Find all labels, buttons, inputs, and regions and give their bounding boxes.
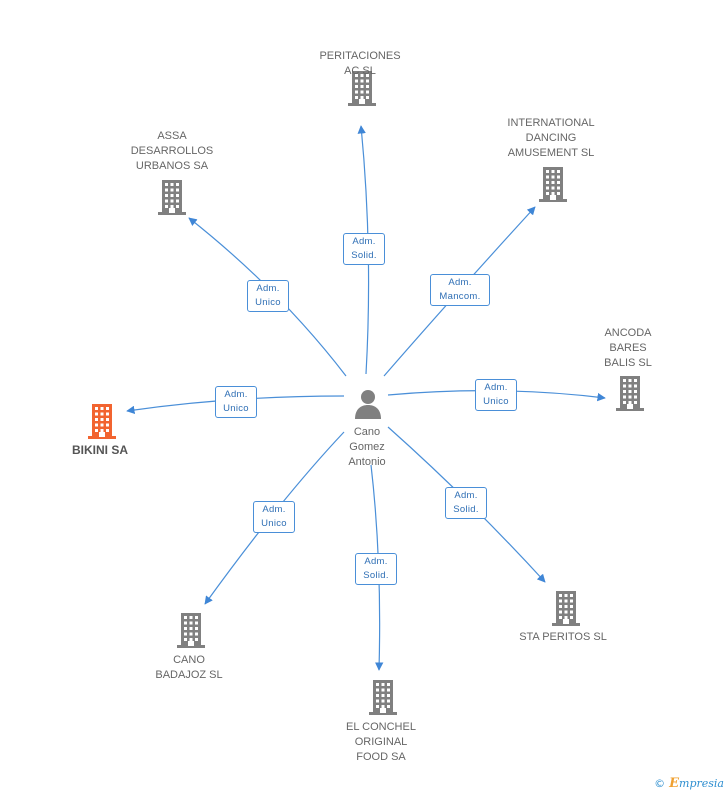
person-icon bbox=[355, 390, 381, 419]
role-label-line: Adm. bbox=[454, 490, 478, 501]
company-name-line: DESARROLLOS bbox=[130, 145, 214, 157]
role-label-bikini[interactable]: Adm. Unico bbox=[215, 386, 257, 418]
company-name-line: INTERNATIONAL bbox=[507, 117, 595, 129]
role-label-line: Unico bbox=[261, 518, 287, 529]
company-node-cano_badajoz[interactable] bbox=[174, 612, 208, 653]
role-label-line: Mancom. bbox=[439, 291, 481, 302]
company-name-ancoda[interactable]: ANCODA BARES BALIS SL bbox=[604, 326, 652, 371]
company-name-cano_badajoz[interactable]: CANO BADAJOZ SL bbox=[155, 653, 222, 683]
role-label-line: Unico bbox=[255, 297, 281, 308]
company-node-peritaciones[interactable] bbox=[345, 70, 379, 111]
role-label-line: Adm. bbox=[484, 382, 508, 393]
role-label-line: Adm. bbox=[352, 236, 376, 247]
center-person[interactable] bbox=[353, 388, 383, 425]
building-icon bbox=[369, 680, 397, 715]
company-name-peritaciones[interactable]: PERITACIONES AC SL bbox=[319, 49, 400, 79]
role-label-conchel[interactable]: Adm. Solid. bbox=[355, 553, 397, 585]
company-node-bikini[interactable] bbox=[85, 403, 119, 444]
building-icon bbox=[158, 180, 186, 215]
role-label-line: Adm. bbox=[224, 389, 248, 400]
role-label-assa[interactable]: Adm. Unico bbox=[247, 280, 289, 312]
company-name-sta[interactable]: STA PERITOS SL bbox=[519, 630, 607, 645]
company-name-conchel[interactable]: EL CONCHEL ORIGINAL FOOD SA bbox=[346, 720, 416, 765]
role-label-sta[interactable]: Adm. Solid. bbox=[445, 487, 487, 519]
company-name-line: ORIGINAL bbox=[354, 736, 408, 748]
role-label-line: Solid. bbox=[363, 570, 389, 581]
company-name-line: EL CONCHEL bbox=[346, 721, 416, 733]
role-label-line: Unico bbox=[483, 396, 509, 407]
role-label-line: Solid. bbox=[351, 250, 377, 261]
role-label-line: Adm. bbox=[364, 556, 388, 567]
company-name-line: FOOD SA bbox=[356, 751, 406, 763]
role-label-line: Adm. bbox=[262, 504, 286, 515]
role-label-line: Solid. bbox=[453, 504, 479, 515]
role-label-cano_badajoz[interactable]: Adm. Unico bbox=[253, 501, 295, 533]
company-name-line: STA PERITOS SL bbox=[519, 631, 607, 643]
building-icon bbox=[616, 376, 644, 411]
company-name-assa[interactable]: ASSA DESARROLLOS URBANOS SA bbox=[131, 129, 214, 174]
company-name-international[interactable]: INTERNATIONAL DANCING AMUSEMENT SL bbox=[507, 116, 594, 161]
company-name-line: BADAJOZ SL bbox=[155, 669, 223, 681]
role-label-ancoda[interactable]: Adm. Unico bbox=[475, 379, 517, 411]
company-name-line: BALIS SL bbox=[604, 357, 652, 369]
building-icon bbox=[177, 613, 205, 648]
company-name-line: DANCING bbox=[525, 132, 577, 144]
company-name-line: ANCODA bbox=[604, 327, 652, 339]
role-label-peritaciones[interactable]: Adm. Solid. bbox=[343, 233, 385, 265]
company-name-line: CANO bbox=[173, 654, 205, 666]
center-person-name: Cano Gomez Antonio bbox=[348, 426, 386, 468]
company-node-ancoda[interactable] bbox=[613, 375, 647, 416]
company-name-line: AMUSEMENT SL bbox=[507, 147, 595, 159]
footer-brand: ©Empresia bbox=[654, 776, 724, 791]
building-icon bbox=[552, 591, 580, 626]
company-node-international[interactable] bbox=[536, 166, 570, 207]
company-name-bikini[interactable]: BIKINI SA bbox=[72, 443, 128, 458]
company-name-line: BARES bbox=[609, 342, 647, 354]
building-icon bbox=[539, 167, 567, 202]
company-name-line: URBANOS SA bbox=[135, 160, 209, 172]
company-name-line: AC SL bbox=[344, 65, 376, 77]
role-label-line: Adm. bbox=[448, 277, 472, 288]
company-node-conchel[interactable] bbox=[366, 679, 400, 720]
company-name-line: ASSA bbox=[157, 130, 187, 142]
company-name-line: BIKINI SA bbox=[71, 443, 129, 457]
company-node-sta[interactable] bbox=[549, 590, 583, 631]
role-label-international[interactable]: Adm. Mancom. bbox=[430, 274, 490, 306]
role-label-line: Adm. bbox=[256, 283, 280, 294]
company-name-line: PERITACIONES bbox=[319, 50, 401, 62]
company-node-assa[interactable] bbox=[155, 179, 189, 220]
building-icon bbox=[88, 404, 116, 439]
role-label-line: Unico bbox=[223, 403, 249, 414]
building-icon bbox=[348, 71, 376, 106]
